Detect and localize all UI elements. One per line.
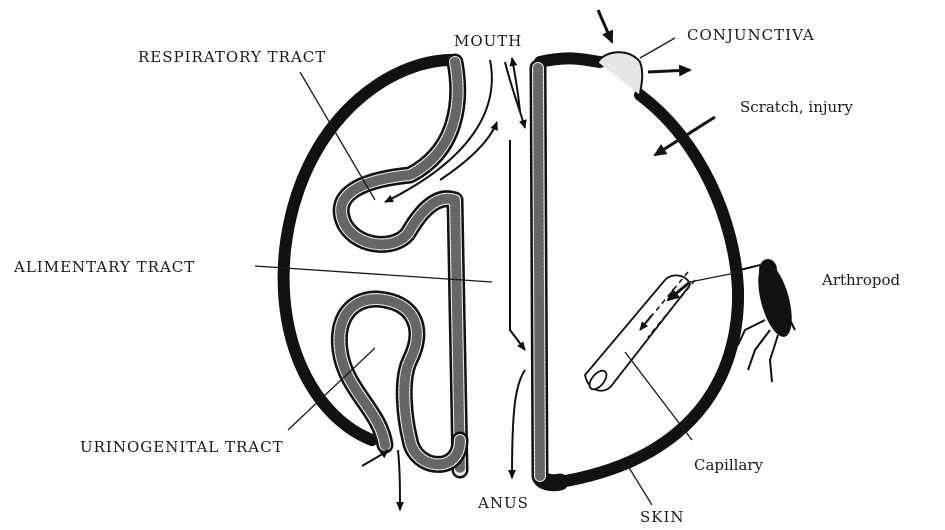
label-scratch-injury: Scratch, injury: [740, 98, 853, 116]
anus-out-arrow: [512, 370, 525, 478]
label-alimentary-tract: ALIMENTARY TRACT: [13, 258, 195, 276]
conjunctiva-surface: [598, 52, 642, 95]
alimentary-flow-arrow: [510, 140, 525, 350]
urinogenital-out-arrow: [398, 450, 400, 510]
label-capillary: Capillary: [694, 456, 764, 474]
conjunctiva-in-arrow: [598, 10, 612, 42]
label-arthropod: Arthropod: [821, 271, 901, 289]
label-skin: SKIN: [640, 508, 685, 526]
label-respiratory-tract: RESPIRATORY TRACT: [138, 48, 326, 66]
label-urinogenital-tract: URINOGENITAL TRACT: [80, 438, 284, 456]
urinogenital-in-arrow: [362, 450, 388, 466]
label-mouth: MOUTH: [454, 32, 522, 50]
conjunctiva-out-arrow: [648, 70, 690, 72]
label-conjunctiva: CONJUNCTIVA: [687, 26, 815, 44]
arthropod-icon: [738, 259, 798, 382]
label-anus: ANUS: [477, 494, 529, 512]
mouth-out-arrow: [512, 58, 520, 112]
alimentary-tract: [538, 68, 560, 483]
